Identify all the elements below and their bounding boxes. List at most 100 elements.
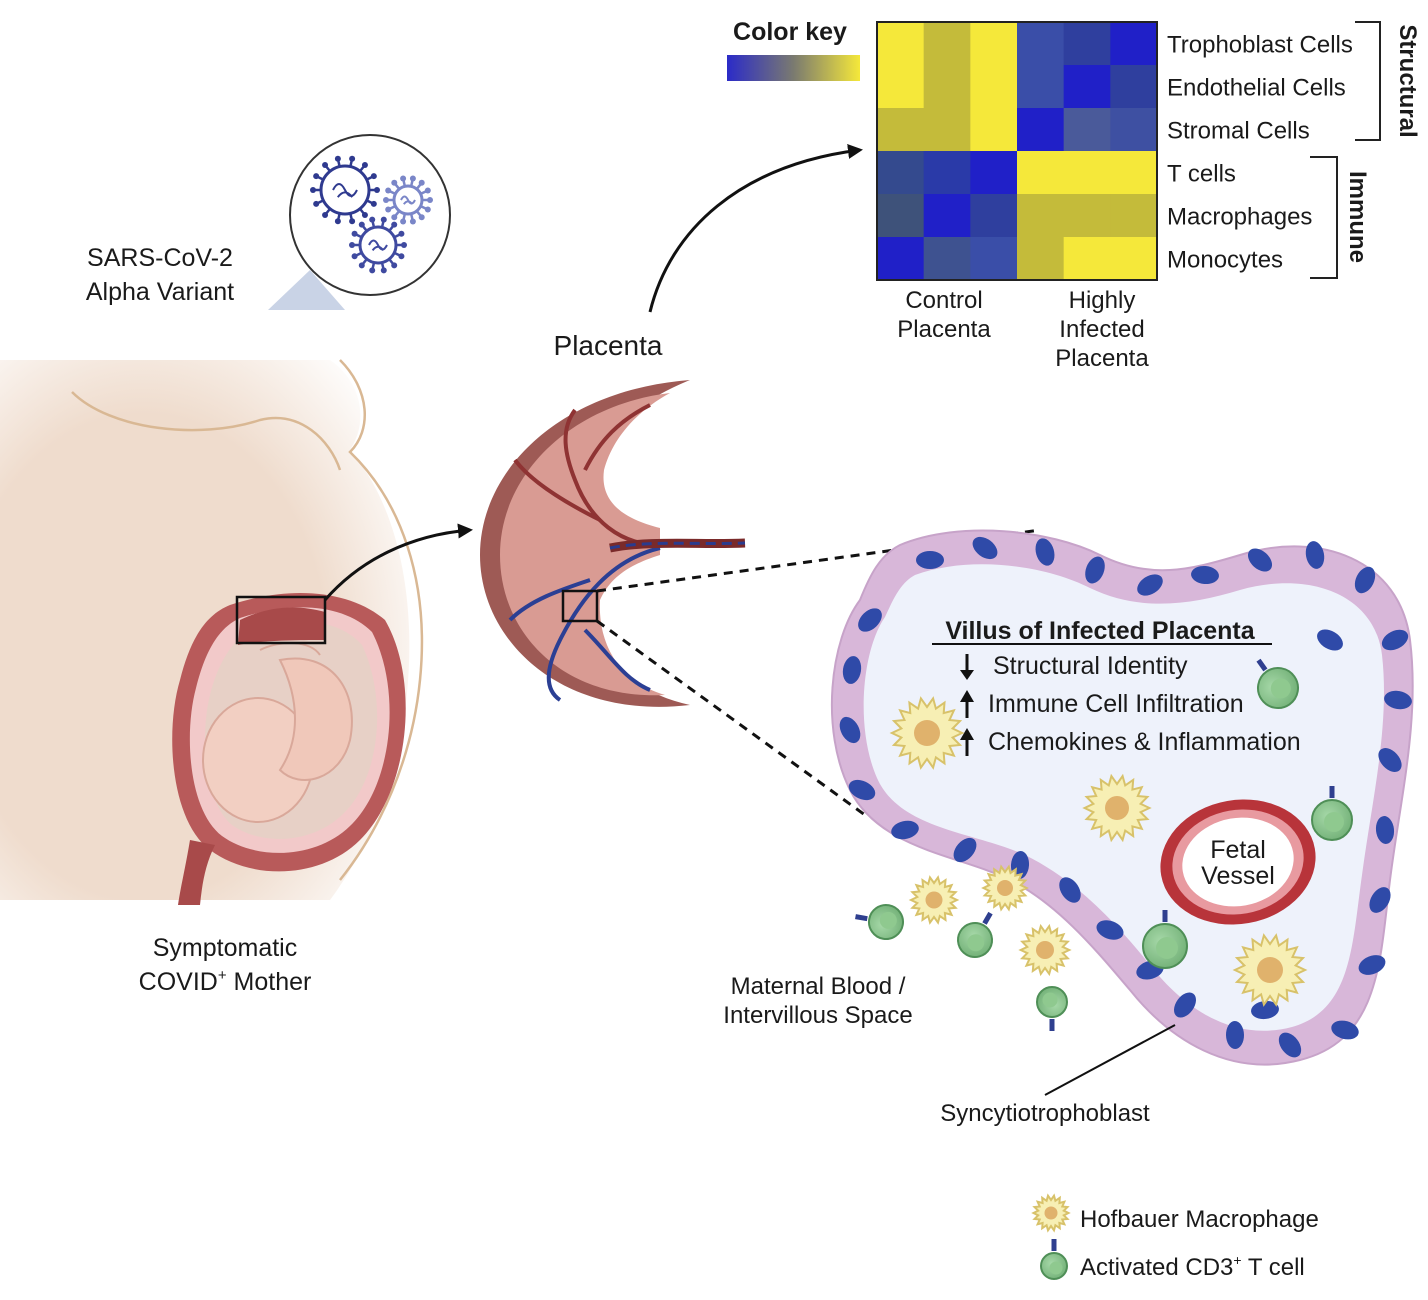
syncytial-nucleus xyxy=(1247,548,1273,572)
heatmap-cell xyxy=(923,22,971,66)
virus-particle-icon xyxy=(349,216,407,274)
heatmap-cell xyxy=(1110,22,1158,66)
macrophage-icon xyxy=(1082,773,1152,843)
syncytio-pointer xyxy=(1044,1024,1176,1096)
virus-label-1: SARS-CoV-2 xyxy=(87,244,233,272)
heatmap-cell xyxy=(970,108,1018,152)
belly-outline xyxy=(339,359,424,881)
heatmap-cell xyxy=(970,65,1018,109)
macrophage-icon xyxy=(981,864,1029,912)
immune-cells xyxy=(855,658,1353,1031)
villus-bullet-text: Structural Identity xyxy=(993,652,1188,680)
macrophage-icon xyxy=(1232,933,1308,1007)
macrophage-icon xyxy=(908,875,960,925)
heatmap-cell xyxy=(970,237,1018,281)
syncytial-nucleus xyxy=(1358,955,1386,975)
legend-tcell-main: Activated CD3 xyxy=(1080,1254,1233,1281)
heatmap-cell xyxy=(923,194,971,238)
villus-bullet-text: Immune Cell Infiltration xyxy=(988,690,1244,718)
syncytial-nucleus xyxy=(1354,566,1376,594)
syncytial-nucleus xyxy=(1305,541,1325,569)
mother-label-sup: + xyxy=(218,967,227,984)
hofbauer-macrophage-icon xyxy=(1031,1193,1071,1233)
syncytial-nucleus xyxy=(858,608,882,632)
villus-title: Villus of Infected Placenta xyxy=(945,617,1255,645)
mother-illustration xyxy=(0,359,424,905)
heatmap-cell xyxy=(1063,194,1111,238)
fetal-vessel-lumen xyxy=(1182,817,1294,907)
arrow-up-head xyxy=(960,690,974,702)
syncytial-nucleus xyxy=(1378,748,1402,772)
syncytial-nucleus xyxy=(842,656,862,684)
t-cell-icon xyxy=(1040,1239,1068,1280)
heatmap-row-label: Stromal Cells xyxy=(1167,118,1310,145)
heatmap-cell xyxy=(1017,22,1065,66)
maternal-blood-label-2: Intervillous Space xyxy=(723,1002,912,1029)
in-utero-placenta-icon xyxy=(238,607,325,645)
t-cell-icon xyxy=(1142,910,1188,969)
column-label-control-1: Control xyxy=(905,287,982,314)
legend-label-macrophage: Hofbauer Macrophage xyxy=(1080,1206,1319,1233)
heatmap-cell xyxy=(1017,151,1065,195)
bubble-pointer xyxy=(268,270,345,310)
syncytial-nucleus xyxy=(1174,992,1196,1018)
heatmap-cell xyxy=(923,237,971,281)
zoom-box-placenta xyxy=(561,589,599,623)
syncytial-nucleus xyxy=(1096,920,1124,940)
heatmap-cell xyxy=(877,237,925,281)
heatmap-cell xyxy=(1017,194,1065,238)
legend: Hofbauer Macrophage Activated CD3+ T cel… xyxy=(1031,1193,1319,1281)
column-label-control-2: Placenta xyxy=(897,316,991,343)
syncytial-nuclei xyxy=(839,536,1412,1058)
arrow-down-head xyxy=(960,670,974,680)
legend-tcell-sup: + xyxy=(1233,1252,1241,1268)
arrow-up-head xyxy=(960,728,974,740)
syncytial-nucleus xyxy=(1278,1032,1302,1058)
heatmap-cell xyxy=(1063,65,1111,109)
syncytial-nucleus xyxy=(1369,887,1391,913)
macrophage-icon xyxy=(889,696,965,770)
placenta-vessel xyxy=(583,628,651,692)
syncytial-nucleus xyxy=(848,779,876,801)
heatmap-cell xyxy=(877,194,925,238)
heatmap-cell xyxy=(1063,108,1111,152)
syncytial-nucleus xyxy=(1225,1021,1245,1049)
heatmap-cell xyxy=(923,151,971,195)
syncytial-nucleus xyxy=(916,551,944,569)
heatmap-cell xyxy=(1063,237,1111,281)
virus-particle-icon xyxy=(310,155,380,225)
breast-outline xyxy=(71,391,342,471)
placenta-inner xyxy=(500,393,670,696)
mother-label-covid: COVID xyxy=(139,968,218,996)
villus-bullet-text: Chemokines & Inflammation xyxy=(988,728,1301,756)
mother-label-rest: Mother xyxy=(227,968,312,996)
heatmap-cell xyxy=(877,108,925,152)
heatmap-cell xyxy=(1017,65,1065,109)
placenta-vessel xyxy=(563,408,661,547)
maternal-blood-label-1: Maternal Blood / xyxy=(731,973,906,1000)
heatmap-cell xyxy=(1017,237,1065,281)
syncytial-nucleus xyxy=(839,716,861,744)
syncytial-nucleus xyxy=(953,837,977,863)
zoom-line-bottom xyxy=(596,619,866,817)
syncytial-nucleus xyxy=(1384,690,1412,710)
t-cell-icon xyxy=(1040,1239,1068,1280)
color-key-bar xyxy=(727,55,860,81)
syncytial-nucleus xyxy=(1085,556,1105,584)
heatmap-cell xyxy=(923,65,971,109)
t-cell-icon xyxy=(957,911,993,958)
heatmap-row-label: Endothelial Cells xyxy=(1167,75,1346,102)
fetus-body xyxy=(278,657,353,781)
syncytial-nucleus xyxy=(1137,574,1163,596)
t-cell-icon xyxy=(1036,986,1068,1031)
syncytial-nucleus xyxy=(1059,877,1081,903)
t-cell-icon xyxy=(1311,786,1353,841)
placenta-vessel xyxy=(508,578,591,622)
virus-particle-icon xyxy=(383,175,433,225)
umbilical-vein xyxy=(609,541,746,550)
heatmap-frame xyxy=(876,21,1158,281)
heatmap-row-label: Monocytes xyxy=(1167,247,1283,274)
